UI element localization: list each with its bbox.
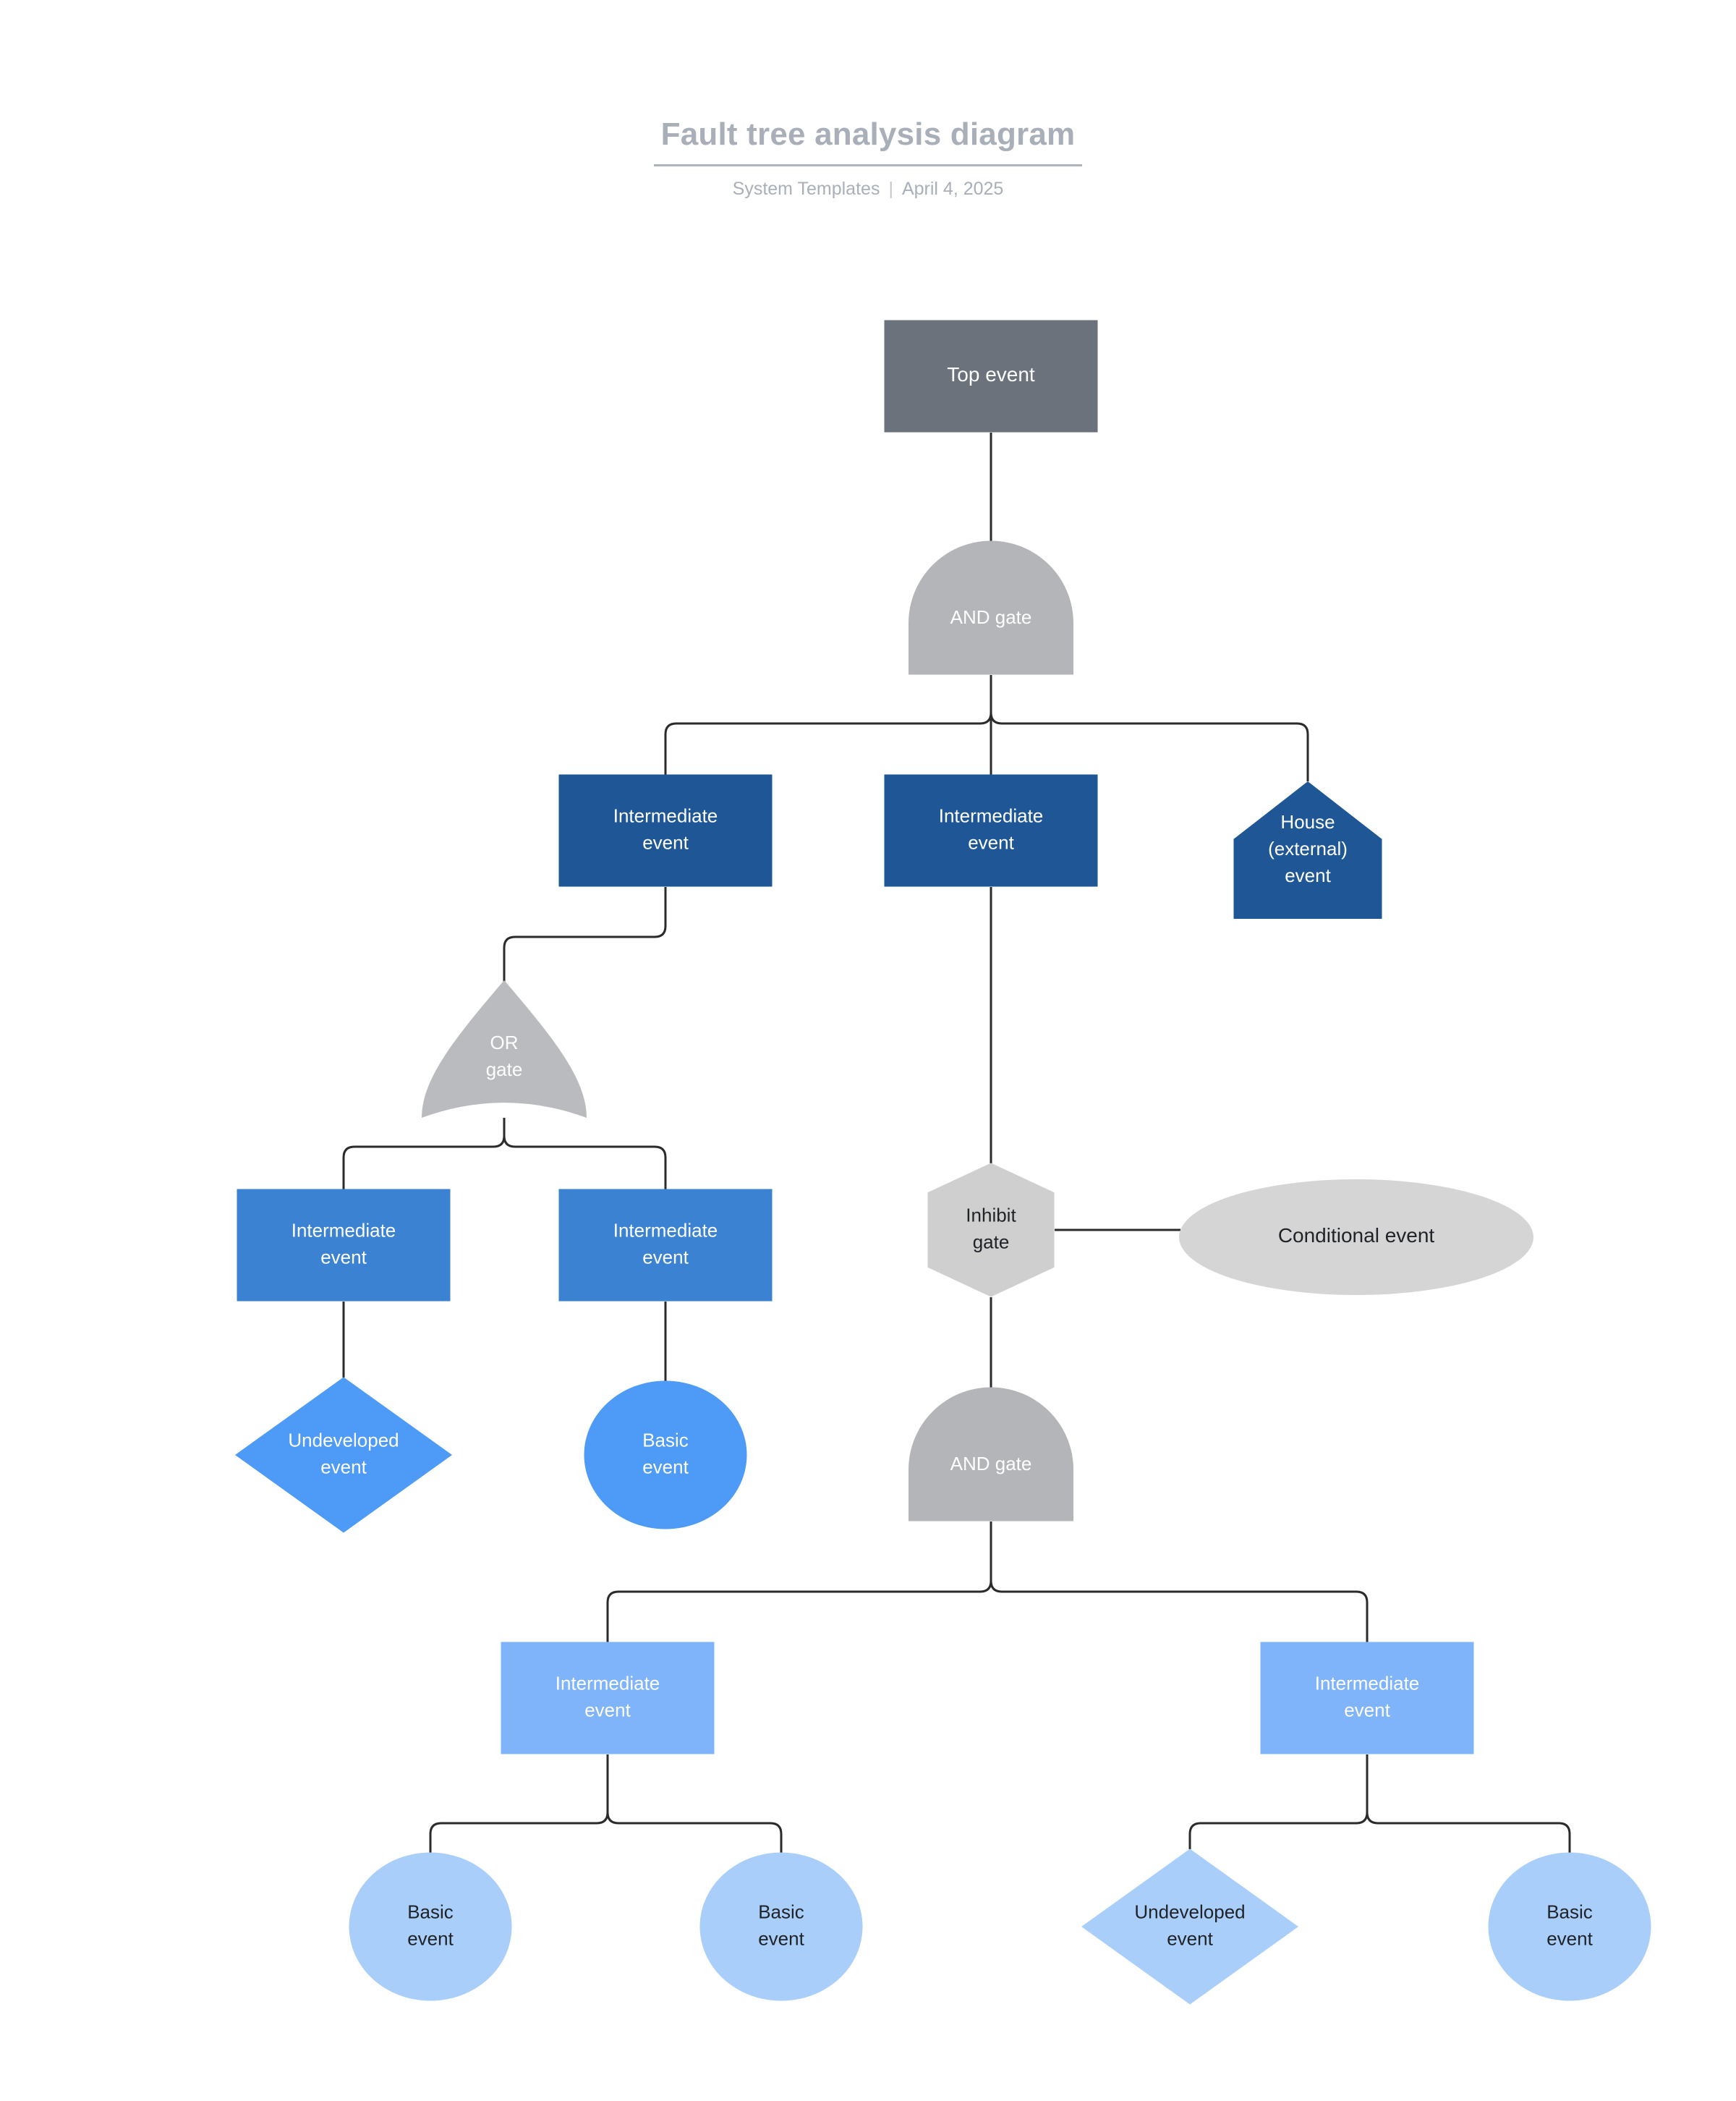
conditional-event-shape[interactable] (1179, 1179, 1533, 1295)
edge-and-gate-lower-to-bottom-left (606, 1521, 992, 1642)
node-top-event[interactable]: Top event (884, 320, 1098, 433)
house-external-event-shape[interactable] (1233, 781, 1382, 919)
node-and-gate-top[interactable]: AND gate (909, 540, 1073, 675)
edge-and-gate-to-intermediate-left (664, 675, 992, 775)
and-gate-lower-label: AND gate (950, 1453, 1032, 1474)
edge-bottom-left-to-basic-2 (606, 1754, 783, 1853)
and-gate-top-shape[interactable] (909, 540, 1073, 675)
intermediate-event-center-upper-shape[interactable] (884, 774, 1098, 887)
edges-layer (342, 433, 1571, 1853)
intermediate-event-bottom-right-shape[interactable] (1260, 1642, 1474, 1754)
basic-event-left-shape[interactable] (584, 1380, 747, 1529)
subtitle-separator: | (888, 178, 893, 199)
edge-bottom-right-to-basic-3 (1366, 1754, 1571, 1853)
undeveloped-event-left-shape[interactable] (235, 1377, 452, 1533)
top-event-label: Top event (947, 363, 1035, 386)
edge-intermediate-left-to-or-gate (503, 887, 667, 982)
and-gate-top-label: AND gate (950, 606, 1032, 628)
document-subtitle: System Templates | April 4, 2025 (0, 178, 1736, 200)
top-event-shape[interactable] (884, 320, 1098, 433)
conditional-event-label: Conditional event (1278, 1224, 1435, 1247)
basic-event-bottom-3-shape[interactable] (1488, 1852, 1651, 2001)
edge-and-gate-to-house (990, 675, 1309, 781)
page-title: Fault tree analysis diagram (653, 116, 1083, 166)
intermediate-event-right-lower-shape[interactable] (558, 1189, 773, 1302)
edge-bottom-left-to-basic-1 (429, 1754, 609, 1853)
document-header: Fault tree analysis diagram System Templ… (0, 116, 1736, 200)
edge-bottom-right-to-undeveloped (1188, 1754, 1369, 1849)
house-external-event-label: House(external)event (1268, 811, 1348, 886)
node-conditional-event[interactable]: Conditional event (1179, 1179, 1533, 1295)
inhibit-gate-shape[interactable] (927, 1163, 1055, 1297)
edge-or-gate-to-intermediate-right (503, 1118, 667, 1189)
node-and-gate-lower[interactable]: AND gate (909, 1387, 1073, 1521)
node-house-external-event[interactable]: House(external)event (1233, 781, 1382, 919)
intermediate-event-left-lower-shape[interactable] (237, 1189, 451, 1302)
subtitle-date: April 4, 2025 (901, 178, 1004, 199)
edge-and-gate-lower-to-bottom-right (990, 1521, 1369, 1642)
basic-event-bottom-2-shape[interactable] (699, 1852, 863, 2001)
undeveloped-event-bottom-shape[interactable] (1081, 1849, 1298, 2005)
edge-or-gate-to-intermediate-left (342, 1118, 506, 1189)
or-gate-shape[interactable] (422, 980, 587, 1118)
intermediate-event-left-upper-shape[interactable] (558, 774, 773, 887)
and-gate-lower-shape[interactable] (909, 1387, 1073, 1521)
intermediate-event-bottom-left-shape[interactable] (501, 1642, 715, 1754)
subtitle-source: System Templates (732, 178, 880, 199)
basic-event-bottom-1-shape[interactable] (349, 1852, 512, 2001)
